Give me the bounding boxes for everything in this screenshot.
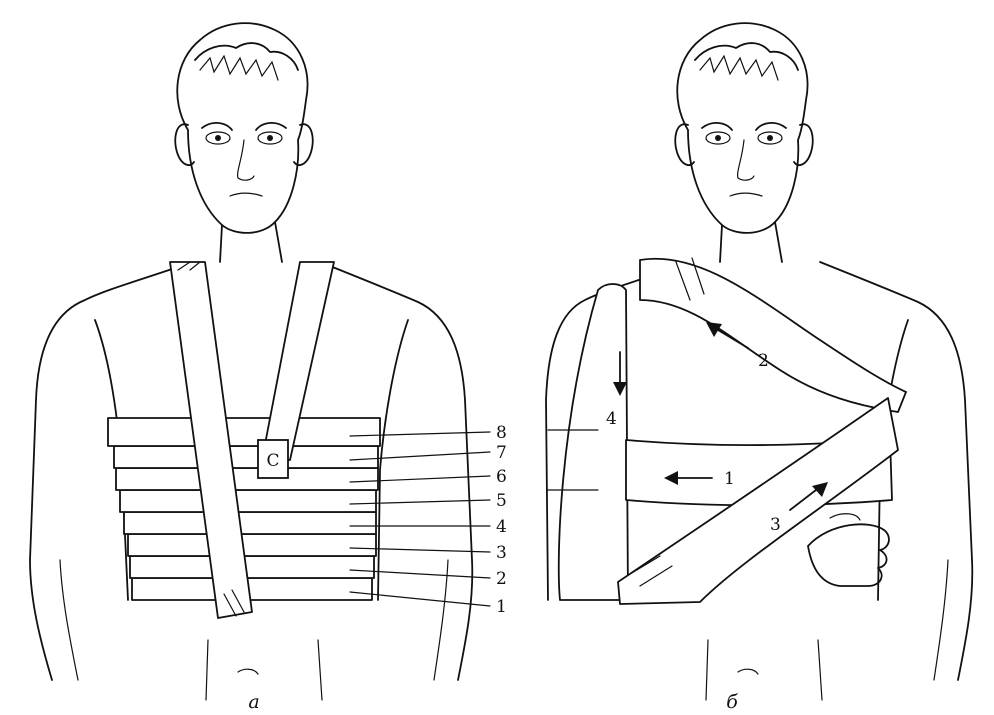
step-label-3: 3 (770, 515, 781, 535)
turn-label-1: 1 (496, 597, 507, 617)
step-label-4: 4 (606, 409, 617, 429)
panel-a-caption: а (248, 691, 259, 713)
turn-5 (120, 490, 376, 512)
panel-a-buckle: С (258, 440, 288, 478)
turn-8 (108, 418, 380, 446)
panel-b-head (677, 23, 807, 233)
turn-label-6: 6 (496, 467, 507, 487)
turn-label-5: 5 (496, 491, 507, 511)
panel-b-caption: б (726, 691, 738, 713)
turn-label-4: 4 (496, 517, 507, 537)
step-label-2: 2 (758, 351, 769, 371)
turn-4 (124, 512, 376, 534)
turn-2 (130, 556, 374, 578)
panel-b-arm-strip (548, 284, 628, 600)
turn-1 (132, 578, 372, 600)
turn-6 (116, 468, 378, 490)
panel-b-hand (808, 514, 889, 586)
turn-label-3: 3 (496, 543, 507, 563)
turn-label-8: 8 (496, 423, 507, 443)
turn-label-2: 2 (496, 569, 507, 589)
turn-7 (114, 446, 378, 468)
turn-label-7: 7 (496, 443, 507, 463)
step-label-1: 1 (724, 469, 735, 489)
panel-a-turn-labels: 1 2 3 4 5 6 7 8 (496, 423, 507, 617)
turn-3 (128, 534, 376, 556)
buckle-mark: С (266, 451, 279, 471)
panel-a-head (177, 23, 307, 233)
